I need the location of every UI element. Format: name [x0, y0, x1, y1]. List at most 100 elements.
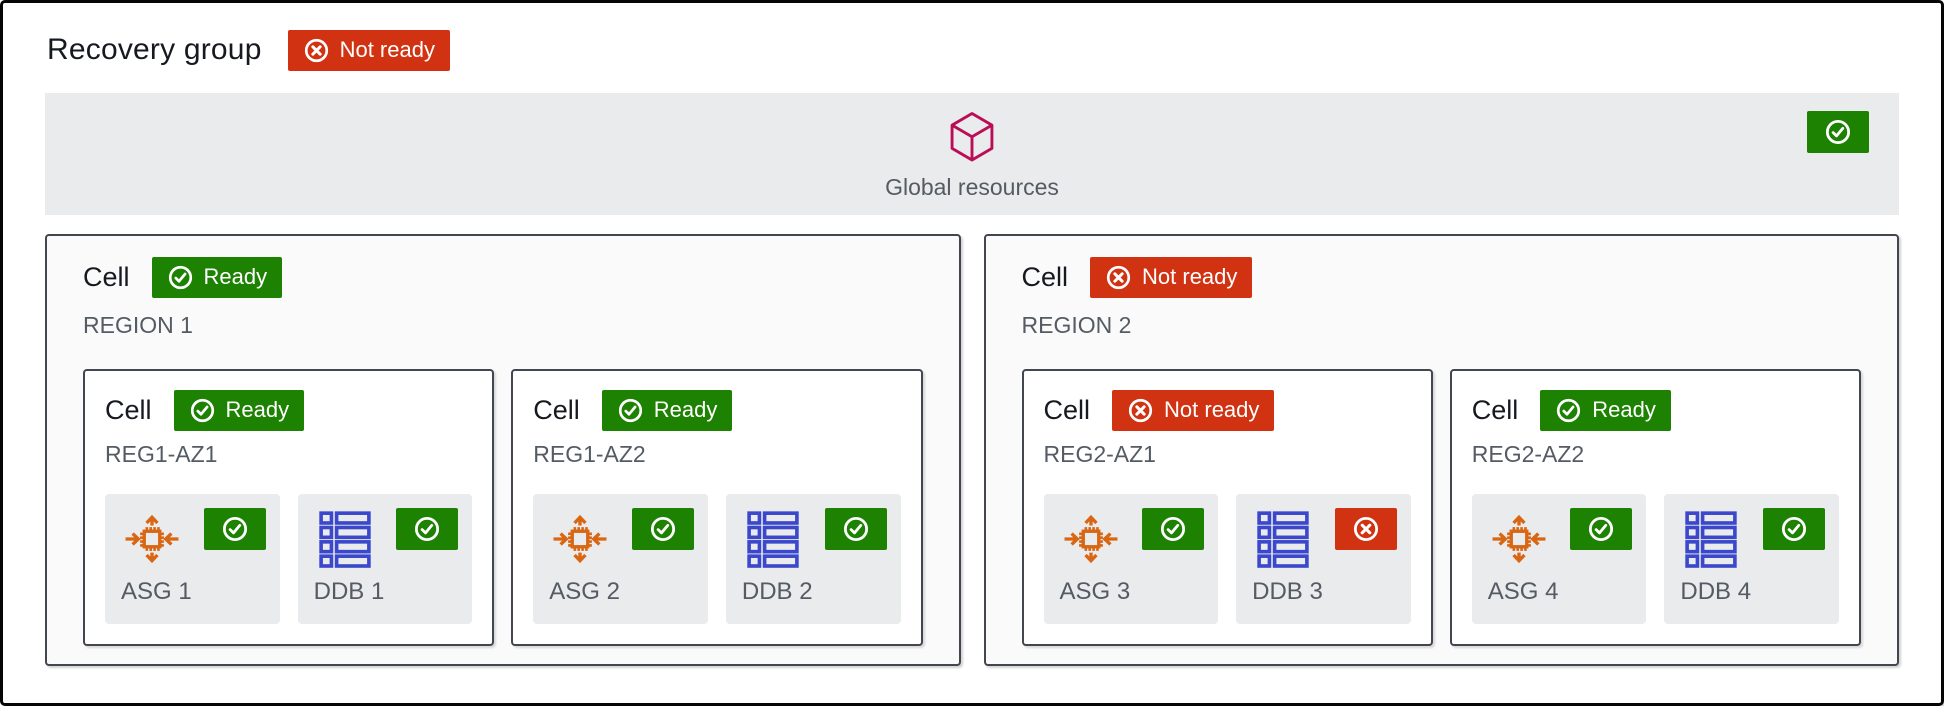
- cell-name: REG1-AZ2: [533, 441, 646, 467]
- check-circle-icon: [618, 398, 642, 422]
- status-badge-ready: [1763, 508, 1825, 550]
- cell-status-slot: Ready: [601, 389, 733, 431]
- status-badge-label: Not ready: [1164, 397, 1260, 422]
- status-badge-ready: Ready: [151, 256, 283, 298]
- resource-status-slot: [396, 508, 459, 550]
- resource-label: ASG 1: [121, 578, 192, 605]
- auto-scaling-group-icon: [1064, 514, 1117, 564]
- cell-label: Cell: [533, 394, 580, 425]
- status-badge-not-ready: Not ready: [1090, 256, 1253, 298]
- resource-icon-slot: [1680, 508, 1742, 570]
- cell-container: Cell Ready REG1-AZ2 ASG 2: [511, 369, 923, 646]
- cell-name: REG2-AZ2: [1471, 441, 1585, 467]
- check-circle-icon: [1781, 516, 1807, 542]
- resource-tile: ASG 2: [533, 494, 708, 624]
- resource-label: DDB 4: [1680, 578, 1752, 605]
- global-resources-label: Global resources: [885, 173, 1059, 200]
- resource-icon-slot: [121, 508, 183, 570]
- resource-tile: DDB 4: [1664, 494, 1839, 624]
- status-badge-ready: [824, 508, 887, 550]
- status-badge-label: Ready: [653, 397, 718, 422]
- cell-status-slot: Not ready: [1112, 389, 1275, 431]
- resource-label: ASG 2: [549, 578, 620, 605]
- resource-tile-row: [314, 508, 459, 570]
- resource-label: ASG 3: [1059, 578, 1131, 605]
- cell-container: Cell Not ready REG2-AZ1 ASG 3: [1021, 369, 1433, 646]
- status-badge-ready: [396, 508, 459, 550]
- resource-tile: DDB 2: [725, 494, 901, 624]
- resource-icon-slot: [549, 508, 611, 570]
- resource-status-slot: [1570, 508, 1633, 550]
- resource-icon-slot: [1488, 508, 1550, 570]
- resources-row: ASG 1 DDB 1: [105, 494, 473, 624]
- resource-tile-row: [1680, 508, 1825, 570]
- x-circle-icon: [1106, 265, 1131, 289]
- page-header: Recovery group Not ready: [47, 27, 1899, 73]
- status-badge-ready: [203, 508, 266, 550]
- check-circle-icon: [190, 398, 214, 422]
- resource-icon-slot: [1252, 508, 1314, 570]
- cell-label: Cell: [105, 394, 152, 425]
- resource-icon-slot: [314, 508, 376, 570]
- resource-tile: DDB 3: [1236, 494, 1411, 624]
- x-circle-icon: [1353, 516, 1378, 542]
- dynamodb-table-icon: [1685, 511, 1738, 568]
- resource-label: DDB 1: [313, 578, 385, 605]
- auto-scaling-group-icon: [1492, 514, 1546, 564]
- dynamodb-table-icon: [318, 511, 371, 568]
- resource-tile-row: [742, 508, 887, 570]
- cube-icon: [950, 111, 994, 161]
- resource-tile-row: [121, 508, 266, 570]
- resource-tile: DDB 1: [297, 494, 473, 624]
- cell-label: Cell: [83, 261, 130, 292]
- cells-row: Cell Not ready REG2-AZ1 ASG 3: [1021, 369, 1861, 646]
- auto-scaling-group-icon: [553, 514, 607, 564]
- region-cell-header: Cell Not ready: [1022, 256, 1862, 298]
- cell-label: Cell: [1471, 394, 1519, 425]
- region-cell-header: Cell Ready: [83, 256, 923, 298]
- status-badge-not-ready: Not ready: [1112, 389, 1275, 431]
- resource-tile-row: [1488, 508, 1633, 570]
- status-badge-label: Ready: [225, 397, 290, 422]
- cell-status-slot: Ready: [1540, 389, 1671, 431]
- resources-row: ASG 3 DDB 3: [1043, 494, 1411, 624]
- regions-row: Cell Ready REGION 1 Cell Ready REG1-AZ1: [45, 234, 1899, 666]
- cell-header: Cell Ready: [105, 389, 472, 431]
- status-badge-ready: Ready: [601, 389, 733, 431]
- status-badge-ready: Ready: [1540, 389, 1671, 431]
- resource-label: ASG 4: [1487, 578, 1559, 605]
- page-title: Recovery group: [47, 33, 262, 66]
- x-circle-icon: [1128, 398, 1153, 422]
- region-cell-container: Cell Ready REGION 1 Cell Ready REG1-AZ1: [45, 234, 961, 666]
- resource-tile: ASG 1: [105, 494, 280, 624]
- cell-name: REG2-AZ1: [1043, 441, 1156, 467]
- status-badge-label: Ready: [203, 264, 268, 289]
- cell-name: REG1-AZ1: [105, 441, 218, 467]
- cell-header: Cell Ready: [1472, 389, 1839, 431]
- status-badge-not-ready: [1334, 508, 1397, 550]
- resource-tile-row: [1252, 508, 1397, 570]
- region-cell-container: Cell Not ready REGION 2 Cell Not ready R…: [983, 234, 1899, 666]
- check-circle-icon: [1589, 516, 1614, 542]
- resource-tile-row: [1060, 508, 1205, 570]
- status-badge-ready: [631, 508, 694, 550]
- check-circle-icon: [1825, 119, 1851, 145]
- region-name: REGION 2: [1021, 312, 1132, 338]
- global-resources-banner: Global resources: [45, 93, 1899, 215]
- check-circle-icon: [168, 265, 192, 289]
- resource-tile: ASG 4: [1471, 494, 1647, 624]
- resource-label: DDB 3: [1252, 578, 1323, 605]
- recovery-group-status-slot: Not ready: [287, 29, 450, 71]
- status-badge-ready: [1142, 508, 1205, 550]
- status-badge-label: Ready: [1592, 397, 1656, 422]
- cell-header: Cell Ready: [533, 389, 900, 431]
- region-status-slot: Ready: [151, 256, 283, 298]
- cells-row: Cell Ready REG1-AZ1 ASG 1: [83, 369, 923, 646]
- region-status-slot: Not ready: [1090, 256, 1253, 298]
- status-badge-not-ready: Not ready: [287, 29, 450, 71]
- status-badge-ready: [1807, 111, 1869, 153]
- resource-status-slot: [1334, 508, 1397, 550]
- check-circle-icon: [1557, 398, 1581, 422]
- resource-tile-row: [549, 508, 694, 570]
